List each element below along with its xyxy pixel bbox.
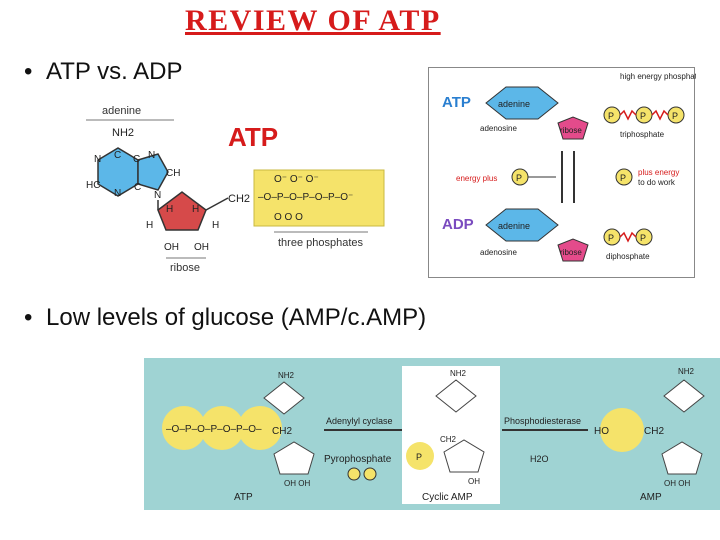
bullet-dot: • — [24, 304, 33, 331]
camp-cyclic-phosphate — [406, 442, 434, 470]
h2o-label: H2O — [530, 454, 549, 464]
atom-h: H — [146, 220, 153, 231]
phosphate-oxygens: O O O — [274, 212, 303, 223]
pyrophosphate-p2 — [363, 467, 377, 481]
phosphate-chain: –O–P–O–P–O–P–O⁻ — [258, 192, 353, 203]
bullet-dot: • — [24, 58, 33, 85]
high-energy-bond-zigzag — [619, 109, 637, 121]
ch2-label: CH2 — [228, 193, 250, 205]
slide-title: REVIEW OF ATP — [185, 4, 441, 37]
phosphodiesterase-label: Phosphodiesterase — [504, 416, 581, 426]
oh-group: OH — [164, 242, 179, 253]
atom-n: N — [154, 190, 161, 201]
atom-n: N — [114, 188, 121, 199]
high-energy-bond-zigzag — [651, 109, 669, 121]
oh-group: OH — [194, 242, 209, 253]
amp-nh2: NH2 — [678, 367, 695, 376]
atom-n: N — [148, 150, 155, 161]
amp-ribose — [661, 441, 703, 475]
phosphate-oxygens: O⁻ O⁻ O⁻ — [274, 174, 319, 185]
atom-c: C — [134, 182, 141, 193]
triphosphate-label: triphosphate — [620, 130, 665, 139]
adenylyl-cyclase-label: Adenylyl cyclase — [326, 416, 393, 426]
atom-n: N — [94, 154, 101, 165]
atom-ch: CH — [166, 168, 180, 179]
cycle-free-p-right — [615, 168, 633, 186]
atom-hc: HC — [86, 180, 100, 191]
ch2-bond — [205, 197, 229, 211]
atom-h: H — [192, 204, 199, 215]
camp-nh2: NH2 — [450, 369, 467, 378]
amp-ch2: CH2 — [644, 426, 664, 437]
cycle-adenine-label: adenine — [498, 221, 530, 231]
camp-atp-phosphate — [162, 406, 206, 450]
ribose-ring — [157, 191, 207, 231]
amp-adenine — [663, 379, 705, 413]
bullet-atp-vs-adp: • ATP vs. ADP — [24, 58, 183, 86]
phosphate-box — [253, 169, 385, 227]
adenine-label: adenine — [102, 105, 141, 117]
ribose-label: ribose — [170, 262, 200, 274]
cycle-adp-adenine-shape — [485, 208, 559, 242]
camp-atp-phosphate — [238, 406, 282, 450]
diphosphate-label: diphosphate — [606, 252, 650, 261]
camp-oh-oh: OH OH — [284, 479, 310, 488]
atom-h: H — [212, 220, 219, 231]
camp-atp-phosphate — [200, 406, 244, 450]
cycle-free-p-right-text: P — [620, 173, 626, 183]
cycle-atp-adenine-shape — [485, 86, 559, 120]
cycle-p1-text: P — [608, 111, 614, 121]
pyrophosphate-p1 — [347, 467, 361, 481]
cycle-adp-p1-text: P — [608, 233, 614, 243]
cycle-ribose-label: ribose — [560, 126, 582, 135]
camp-adenine — [435, 379, 477, 413]
camp-reaction-panel: –O–P–O–P–O–P–O– CH2 NH2 OH OH ATP Adenyl… — [144, 358, 720, 510]
to-do-work-label: to do work — [638, 178, 676, 187]
atp-adp-cycle-diagram: ATP ADP adenine adenosine ribose P P P h… — [428, 67, 696, 278]
cyclic-amp-label: Cyclic AMP — [422, 492, 473, 503]
camp-ch2: CH2 — [440, 435, 457, 444]
cycle-atp-label: ATP — [442, 94, 471, 111]
cycle-adp-ribose-shape — [557, 238, 589, 262]
camp-ribose — [443, 439, 485, 473]
high-energy-bond-label: high energy phosphate bond — [620, 72, 696, 81]
nh2-label: NH2 — [112, 127, 134, 139]
cycle-ribose-label: ribose — [560, 248, 582, 257]
bullet-text: ATP vs. ADP — [46, 58, 183, 85]
cycle-adenosine-label: adenosine — [480, 124, 517, 133]
camp-atp-adenine — [263, 381, 305, 415]
pyrophosphate-label: Pyrophosphate — [324, 454, 392, 465]
cycle-free-p-left-text: P — [516, 173, 522, 183]
three-phosphates-label: three phosphates — [278, 237, 364, 249]
amp-phosphate — [600, 408, 644, 452]
cycle-atp-ribose-shape — [557, 116, 589, 140]
camp-nh2: NH2 — [278, 371, 295, 380]
bullet-low-glucose: • Low levels of glucose (AMP/c.AMP) — [24, 304, 426, 332]
amp-ho: HO — [594, 426, 609, 437]
amp-label: AMP — [640, 492, 662, 503]
camp-atp-ribose — [273, 441, 315, 475]
cycle-adp-label: ADP — [442, 216, 474, 233]
adenine-five-ring — [137, 153, 169, 191]
camp-cyclic-p: P — [416, 452, 422, 462]
atom-c: C — [133, 154, 140, 165]
cycle-adenine-label: adenine — [498, 99, 530, 109]
high-energy-bond-zigzag — [619, 231, 637, 243]
bullet-text: Low levels of glucose (AMP/c.AMP) — [46, 304, 427, 331]
atom-h: H — [166, 204, 173, 215]
camp-ch2: CH2 — [272, 426, 292, 437]
camp-oh: OH — [468, 477, 480, 486]
camp-atp-label: ATP — [234, 492, 253, 503]
cycle-adenosine-label: adenosine — [480, 248, 517, 257]
atp-big-label: ATP — [228, 122, 278, 152]
atp-structure-diagram: adenine NH2 C N C N CH HC N C N H H H H … — [86, 105, 385, 274]
cycle-p3-text: P — [672, 111, 678, 121]
atom-c: C — [114, 150, 121, 161]
cycle-p2-text: P — [640, 111, 646, 121]
amp-oh-oh: OH OH — [664, 479, 690, 488]
camp-atp-chain: –O–P–O–P–O–P–O– — [166, 424, 262, 435]
cycle-adp-p2-text: P — [640, 233, 646, 243]
energy-plus-label: energy plus — [456, 174, 497, 183]
plus-energy-label: plus energy — [638, 168, 679, 177]
